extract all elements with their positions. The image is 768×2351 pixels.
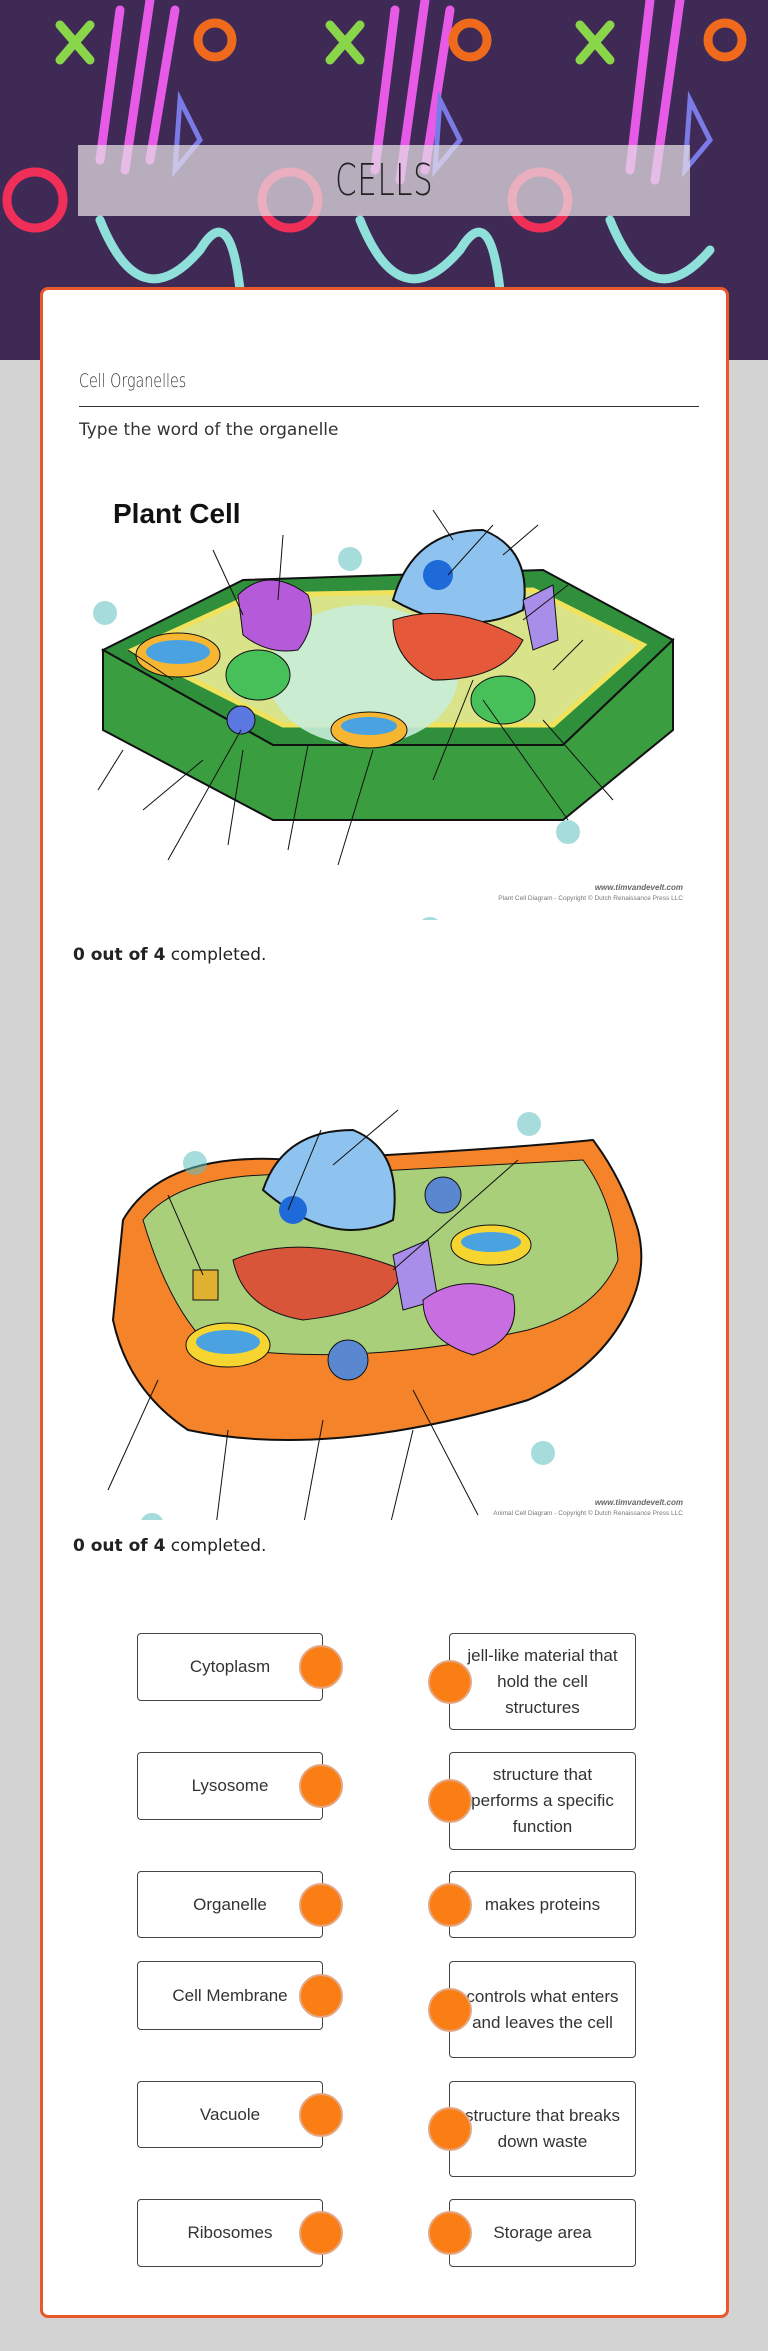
term-connector-handle[interactable] xyxy=(299,1645,343,1689)
term-label: Ribosomes xyxy=(187,2223,273,2242)
definition-label: controls what enters and leaves the cell xyxy=(466,1986,619,2032)
animal-hotspots[interactable] xyxy=(140,1112,555,1520)
term-connector-handle[interactable] xyxy=(299,2211,343,2255)
credit-text: Plant Cell Diagram - Copyright © Dutch R… xyxy=(498,894,683,902)
animal-progress: 0 out of 4 completed. xyxy=(73,1536,266,1556)
definition-label: jell-like material that hold the cell st… xyxy=(467,1645,618,1717)
definition-card[interactable]: controls what enters and leaves the cell xyxy=(449,1961,636,2058)
term-label: Lysosome xyxy=(191,1776,269,1795)
page-title: CELLS xyxy=(334,155,434,206)
hotspot-1[interactable] xyxy=(183,1151,207,1175)
term-card[interactable]: Vacuole xyxy=(137,2081,323,2148)
definition-connector-handle[interactable] xyxy=(428,2211,472,2255)
progress-count: 0 out of 4 xyxy=(73,945,166,965)
definition-card[interactable]: makes proteins xyxy=(449,1871,636,1938)
plant-hotspots[interactable] xyxy=(93,547,580,920)
hotspot-3[interactable] xyxy=(531,1441,555,1465)
animal-cell-diagram: www.timvandevelt.com Animal Cell Diagram… xyxy=(107,1109,683,1520)
term-card[interactable]: Cytoplasm xyxy=(137,1633,323,1701)
term-connector-handle[interactable] xyxy=(299,1882,343,1927)
term-label: Organelle xyxy=(193,1894,267,1914)
definition-label: structure that breaks down waste xyxy=(465,2106,620,2151)
hotspot-2[interactable] xyxy=(338,547,362,571)
progress-count: 0 out of 4 xyxy=(73,1536,166,1556)
definition-label: makes proteins xyxy=(484,1894,601,1914)
term-card[interactable]: Ribosomes xyxy=(137,2199,323,2267)
hotspot-4[interactable] xyxy=(418,917,442,920)
definition-card[interactable]: Storage area xyxy=(449,2199,636,2267)
definition-connector-handle[interactable] xyxy=(428,2107,472,2151)
term-card[interactable]: Lysosome xyxy=(137,1752,323,1820)
definition-connector-handle[interactable] xyxy=(428,1882,472,1927)
definition-connector-handle[interactable] xyxy=(428,1779,472,1823)
hotspot-2[interactable] xyxy=(517,1112,541,1136)
plant-progress: 0 out of 4 completed. xyxy=(73,945,266,965)
term-connector-handle[interactable] xyxy=(299,1764,343,1808)
definition-card[interactable]: jell-like material that hold the cell st… xyxy=(449,1633,636,1730)
definition-card[interactable]: structure that breaks down waste xyxy=(449,2081,636,2177)
credit-url: www.timvandevelt.com xyxy=(595,1498,683,1507)
term-label: Vacuole xyxy=(199,2104,261,2124)
definition-card[interactable]: structure that performs a specific funct… xyxy=(449,1752,636,1850)
term-connector-handle[interactable] xyxy=(299,1973,343,2018)
definition-connector-handle[interactable] xyxy=(428,1987,472,2032)
worksheet-card: Cell Organelles Type the word of the org… xyxy=(40,287,729,2318)
progress-suffix: completed. xyxy=(165,1536,267,1556)
plant-cell-diagram: Plant Cell www.timvandevelt.com Plant Ce… xyxy=(93,498,683,920)
hotspot-3[interactable] xyxy=(556,820,580,844)
hotspot-1[interactable] xyxy=(93,601,117,625)
definition-connector-handle[interactable] xyxy=(428,1659,472,1704)
term-card[interactable]: Organelle xyxy=(137,1871,323,1938)
term-card[interactable]: Cell Membrane xyxy=(137,1961,323,2030)
plant-cell-heading: Plant Cell xyxy=(113,498,241,529)
definition-label: structure that performs a specific funct… xyxy=(471,1765,614,1836)
credit-url: www.timvandevelt.com xyxy=(595,883,683,892)
page-title-box: CELLS xyxy=(78,145,690,216)
hotspot-4[interactable] xyxy=(140,1513,164,1520)
credit-text: Animal Cell Diagram - Copyright © Dutch … xyxy=(493,1509,683,1517)
divider xyxy=(79,406,699,407)
definition-label: Storage area xyxy=(493,2223,592,2242)
term-label: Cell Membrane xyxy=(172,1985,288,2005)
term-connector-handle[interactable] xyxy=(299,2092,343,2137)
section-title: Cell Organelles xyxy=(79,370,187,392)
progress-suffix: completed. xyxy=(165,945,267,965)
term-label: Cytoplasm xyxy=(189,1657,271,1676)
instruction-text: Type the word of the organelle xyxy=(79,420,339,440)
